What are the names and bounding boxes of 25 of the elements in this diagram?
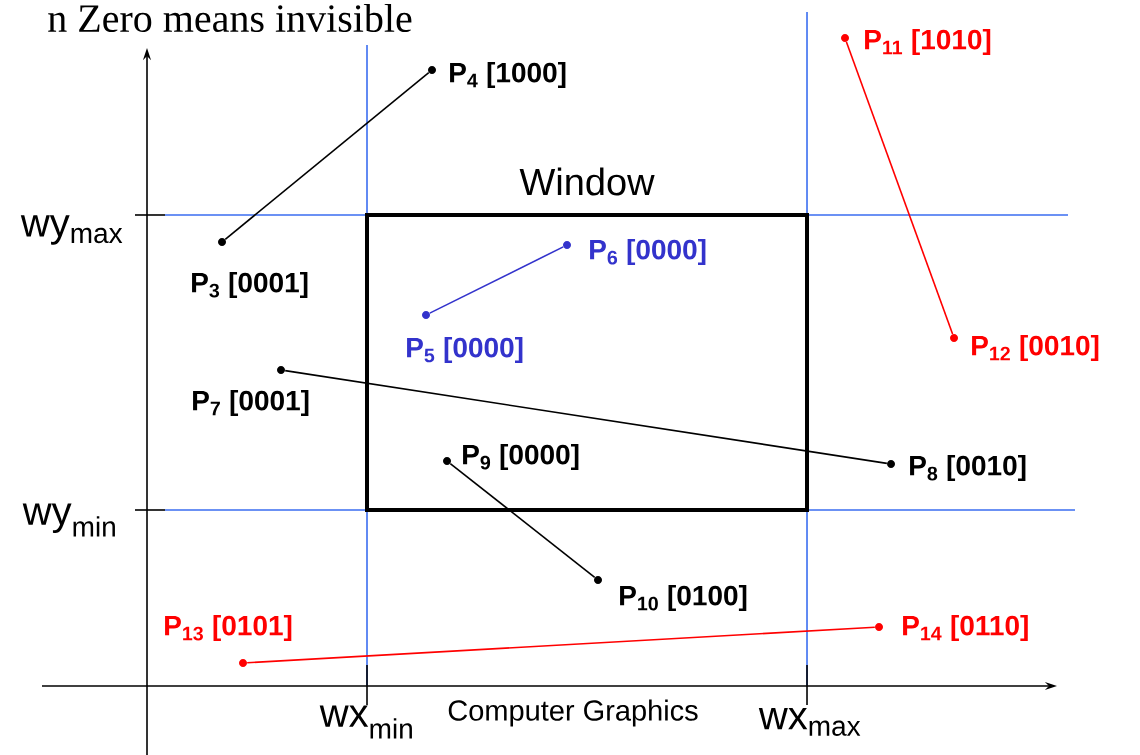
line-segment	[284, 369, 888, 465]
point-label: P$_{12}$ [0010]	[972, 334, 1099, 362]
axis-label: Computer Graphics	[448, 699, 698, 727]
line-segment	[246, 626, 876, 664]
line-segment	[845, 41, 954, 335]
line-segment	[449, 462, 596, 579]
point-label: P$_{11}$ [1010]	[865, 28, 991, 56]
axis-label: wx$_{min}$	[319, 705, 412, 739]
axis-label: wx$_{max}$	[758, 708, 861, 736]
point-label: P$_{4}$ [1000]	[450, 61, 566, 89]
point-label: P$_{10}$ [0100]	[620, 584, 747, 612]
point-label: P$_{14}$ [0110]	[903, 614, 1028, 642]
point-label: P$_{5}$ [0000]	[407, 336, 523, 364]
point-label: P$_{13}$ [0101]	[165, 614, 292, 642]
node-label: Window	[519, 167, 655, 196]
axis-label: n Zero means invisible	[48, 3, 412, 33]
line-segment	[224, 71, 430, 241]
point-label: P$_{9}$ [0000]	[463, 443, 579, 471]
axis-label: wy$_{min}$	[22, 503, 115, 537]
point-label: P$_{8}$ [0010]	[910, 454, 1026, 482]
line-segment	[428, 246, 565, 314]
point-label: P$_{7}$ [0001]	[193, 389, 309, 417]
point-label: P$_{3}$ [0001]	[192, 271, 308, 299]
point-label: P$_{6}$ [0000]	[590, 238, 706, 266]
axis-label: wy$_{max}$	[20, 215, 123, 245]
